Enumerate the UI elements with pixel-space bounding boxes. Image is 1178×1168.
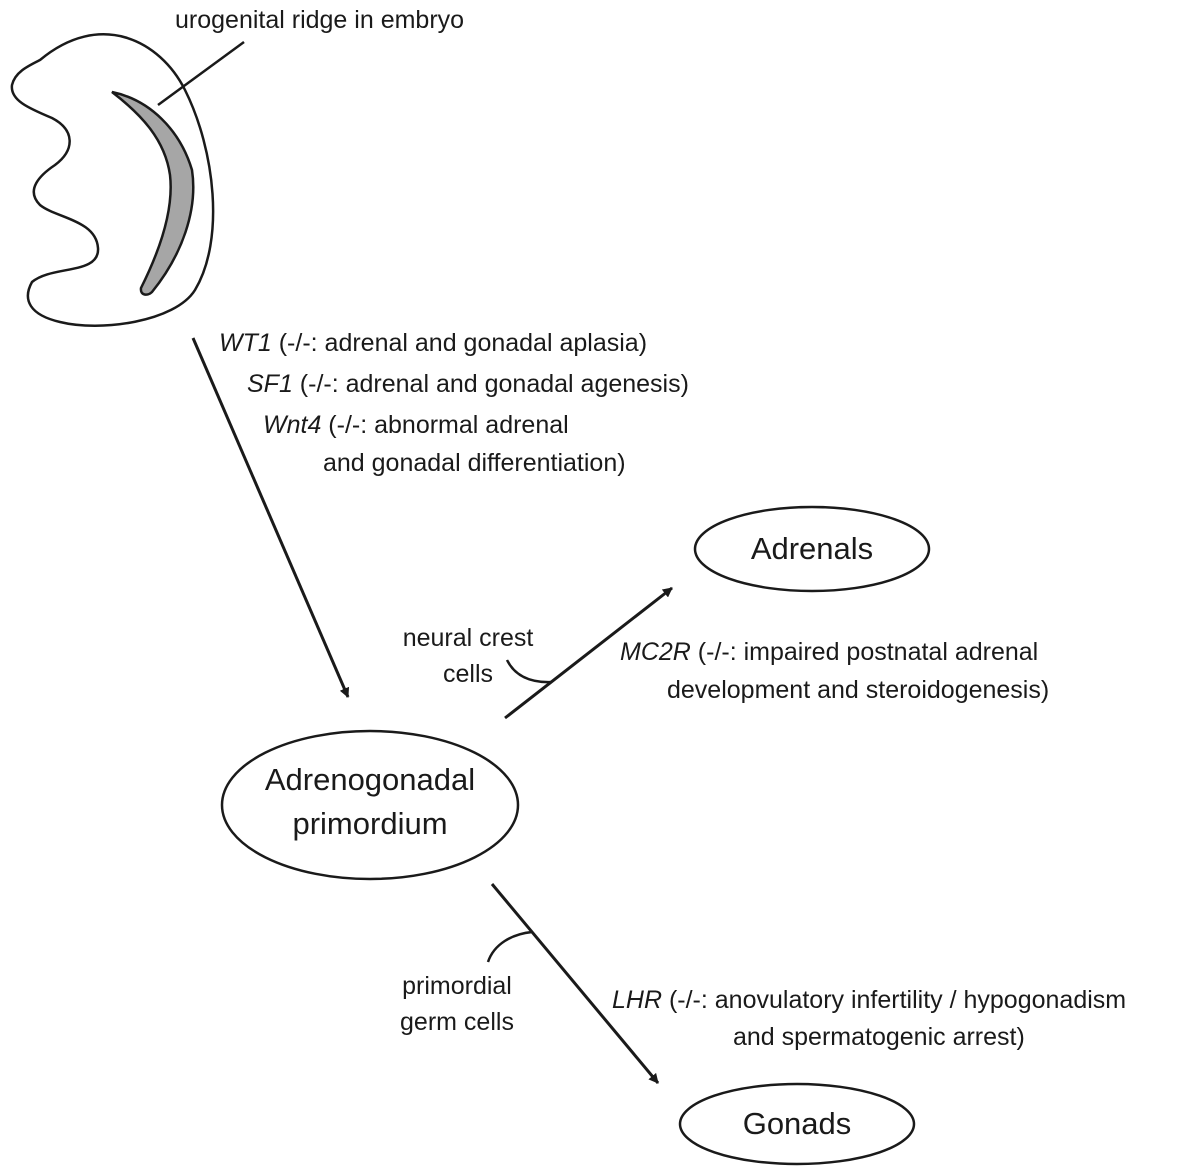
gene-lhr-effect-line2: and spermatogenic arrest) bbox=[733, 1023, 1025, 1051]
gene-mc2r-effect: (-/-: impaired postnatal adrenal bbox=[690, 638, 1039, 666]
arrow-primordium-to-adrenals bbox=[504, 586, 673, 720]
germ-cells-input-curve bbox=[486, 930, 533, 963]
gene-mc2r-name: MC2R bbox=[620, 638, 691, 666]
embryo-label: urogenital ridge in embryo bbox=[175, 6, 465, 34]
gene-wt1: WT1 (-/-: adrenal and gonadal aplasia) bbox=[219, 325, 647, 361]
arrow-primordium-to-gonads bbox=[490, 883, 660, 1084]
gene-wt1-name: WT1 bbox=[219, 329, 272, 357]
embryo-outline bbox=[10, 33, 215, 327]
gene-mc2r-effect-line2: development and steroidogenesis) bbox=[667, 676, 1050, 704]
arrow-embryo-to-primordium bbox=[191, 337, 350, 698]
gene-wnt4: Wnt4 (-/-: abnormal adrenal bbox=[263, 407, 569, 443]
gene-sf1: SF1 (-/-: adrenal and gonadal agenesis) bbox=[247, 366, 689, 402]
gene-lhr-effect: (-/-: anovulatory infertility / hypogona… bbox=[662, 986, 1127, 1014]
primordium-ellipse bbox=[220, 729, 520, 881]
gene-wnt4-effect: (-/-: abnormal adrenal bbox=[321, 411, 569, 439]
gene-sf1-name: SF1 bbox=[247, 370, 293, 398]
node-adrenals: Adrenals bbox=[750, 531, 874, 566]
node-primordium-line2: primordium bbox=[292, 806, 448, 841]
ridge-label-leader bbox=[157, 40, 245, 107]
adrenals-ellipse bbox=[693, 505, 931, 593]
gene-lhr: LHR (-/-: anovulatory infertility / hypo… bbox=[612, 982, 1126, 1018]
gene-wnt4-effect-line2: and gonadal differentiation) bbox=[323, 449, 626, 477]
neural-crest-label-line1: neural crest bbox=[402, 624, 534, 652]
gene-wnt4-name: Wnt4 bbox=[263, 411, 322, 439]
gonads-ellipse bbox=[678, 1082, 916, 1166]
neural-crest-label-line2: cells bbox=[442, 660, 493, 688]
node-primordium-line1: Adrenogonadal bbox=[264, 762, 476, 797]
germ-cells-label-line1: primordial bbox=[402, 972, 512, 1000]
gene-sf1-effect: (-/-: adrenal and gonadal agenesis) bbox=[292, 370, 689, 398]
gene-lhr-name: LHR bbox=[612, 986, 663, 1014]
neural-crest-input-curve bbox=[505, 659, 553, 684]
germ-cells-label-line2: germ cells bbox=[400, 1008, 514, 1036]
urogenital-ridge bbox=[111, 90, 195, 296]
node-gonads: Gonads bbox=[742, 1106, 852, 1141]
gene-mc2r: MC2R (-/-: impaired postnatal adrenal bbox=[620, 634, 1038, 670]
gene-wt1-effect: (-/-: adrenal and gonadal aplasia) bbox=[271, 329, 648, 357]
